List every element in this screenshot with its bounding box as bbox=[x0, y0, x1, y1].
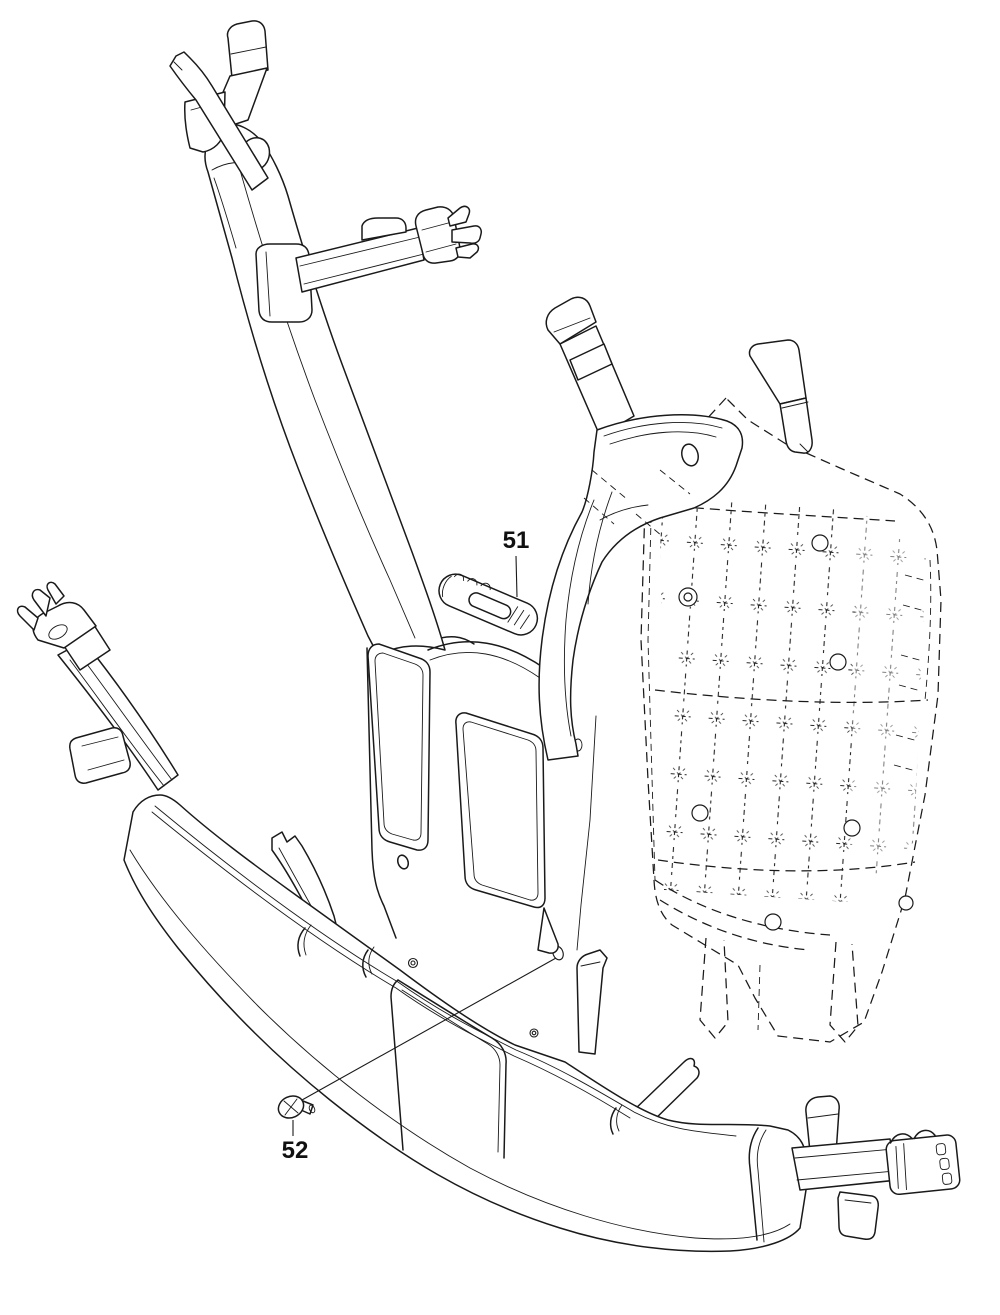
plate-hole bbox=[396, 854, 410, 870]
belt-seam-2 bbox=[362, 949, 369, 978]
carry-handle bbox=[438, 573, 539, 636]
phantom-low-rail bbox=[657, 859, 916, 872]
phantom-strap-right bbox=[829, 941, 859, 1043]
right-plate-hole bbox=[681, 443, 699, 467]
belt-seam-1 bbox=[297, 927, 306, 957]
screw-cross-slot bbox=[283, 1098, 299, 1116]
right-webbing-fold bbox=[545, 296, 597, 345]
plate-left-edge bbox=[366, 647, 397, 939]
plate-right-edge bbox=[576, 715, 597, 951]
right-plate-rim bbox=[603, 422, 723, 445]
buckle-prong-bot bbox=[455, 243, 480, 259]
right-webbing bbox=[791, 1138, 899, 1191]
left-buckle-prong bbox=[16, 605, 39, 631]
leader-52-long bbox=[301, 957, 557, 1101]
left-webbing bbox=[57, 640, 179, 791]
right-strap-seam bbox=[563, 499, 595, 737]
phantom-strap-left bbox=[699, 937, 729, 1039]
phantom-right-inner bbox=[924, 559, 932, 701]
right-buckle bbox=[885, 1129, 961, 1196]
back-pads bbox=[367, 643, 559, 954]
phantom-top-edge bbox=[661, 504, 896, 522]
upper-right-strap bbox=[748, 339, 813, 454]
left-shoulder-strap bbox=[204, 123, 446, 656]
webbing-keeper bbox=[69, 727, 131, 784]
diagonal-strap bbox=[631, 1057, 700, 1127]
phantom-bottom-bracket bbox=[654, 879, 831, 951]
phantom-mid-rail bbox=[654, 689, 929, 704]
phantom-left-inner bbox=[647, 479, 656, 881]
strap-slider bbox=[361, 217, 407, 241]
right-down-flap bbox=[837, 1191, 879, 1240]
chest-webbing bbox=[295, 227, 425, 293]
strap-tip-below-pad bbox=[537, 907, 559, 954]
phantom-frame bbox=[640, 397, 942, 1043]
right-webbing-band bbox=[559, 325, 635, 437]
plate-top-and-handle bbox=[427, 573, 561, 693]
pad-right bbox=[455, 712, 546, 909]
belt-top-rim-2 bbox=[151, 811, 631, 1119]
webbing-fold-end bbox=[226, 20, 269, 79]
belt-left-webbing-buckle bbox=[16, 581, 179, 791]
top-webbing bbox=[169, 20, 269, 191]
belt-back-straps bbox=[271, 831, 700, 1127]
leader-51 bbox=[515, 555, 518, 598]
screw-part bbox=[277, 1095, 316, 1119]
pennant-strap bbox=[271, 831, 338, 931]
callouts: 51 52 bbox=[282, 527, 557, 1164]
left-strap-seam bbox=[239, 169, 416, 639]
left-buckle-prong bbox=[31, 588, 51, 617]
left-strap-outline bbox=[204, 123, 446, 656]
right-upright-strap bbox=[805, 1095, 840, 1155]
left-buckle-prong bbox=[46, 581, 65, 605]
chest-strap-left bbox=[255, 205, 482, 323]
part-callout-51: 51 bbox=[503, 527, 530, 554]
right-shoulder-strap bbox=[538, 296, 744, 761]
belt-bottom-rim bbox=[129, 849, 791, 1240]
right-strap-outline bbox=[538, 414, 744, 761]
belt-endcap-seam bbox=[748, 1127, 759, 1241]
phantom-grid-face bbox=[660, 498, 858, 902]
vertical-strap bbox=[576, 949, 608, 1055]
buckle-prong-mid bbox=[451, 225, 482, 244]
webbing-cross-strap bbox=[169, 51, 269, 191]
waist-belt bbox=[123, 794, 807, 1253]
phantom-grommets bbox=[678, 534, 914, 931]
buckle-prong-top bbox=[447, 205, 471, 227]
belt-seam-3 bbox=[609, 1107, 617, 1135]
right-webbing-keeper bbox=[569, 343, 613, 381]
part-callout-52: 52 bbox=[282, 1137, 309, 1164]
phantom-grid-side bbox=[848, 510, 926, 902]
pad-left bbox=[367, 643, 431, 851]
belt-pad-right bbox=[390, 979, 507, 1159]
belt-right-end bbox=[791, 1095, 961, 1240]
phantom-strap-mid bbox=[757, 964, 761, 1031]
